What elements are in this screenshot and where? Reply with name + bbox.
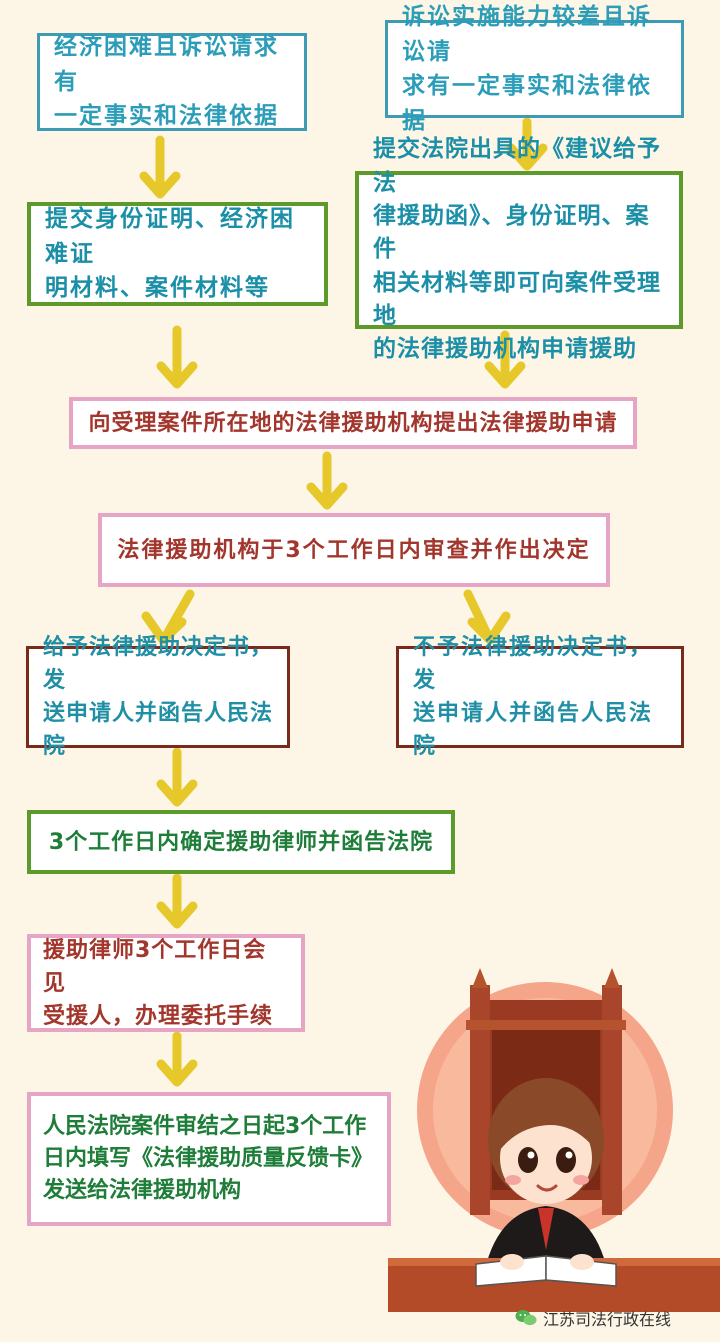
down-arrow-icon <box>161 747 193 802</box>
down-arrow-icon <box>311 451 343 505</box>
step-box-review-decision: 法律援助机构于3个工作日内审查并作出决定 <box>98 513 610 587</box>
down-arrow-icon <box>511 117 543 166</box>
wechat-icon <box>515 1310 537 1326</box>
down-arrow-icon <box>144 135 176 194</box>
step-box-submit-identity-proof: 提交身份证明、经济困难证 明材料、案件材料等 <box>27 202 328 306</box>
step-box-economic-difficulty: 经济困难且诉讼请求有 一定事实和法律依据 <box>37 33 307 131</box>
down-arrow-icon <box>141 589 195 645</box>
footer-text: 江苏司法行政在线 <box>543 1310 672 1329</box>
step-box-deny-decision: 不予法律援助决定书，发 送申请人并函告人民法院 <box>396 635 684 759</box>
down-arrow-icon <box>463 589 511 645</box>
step-box-litigation-capacity: 诉讼实施能力较差且诉讼请 求有一定事实和法律依据 <box>385 4 684 134</box>
step-box-assign-lawyer: 3个工作日内确定援助律师并函告法院 <box>27 810 455 874</box>
down-arrow-icon <box>161 325 193 384</box>
down-arrow-icon <box>489 330 521 384</box>
step-box-grant-decision: 给予法律援助决定书，发 送申请人并函告人民法院 <box>26 635 290 759</box>
step-box-apply-legal-aid: 向受理案件所在地的法律援助机构提出法律援助申请 <box>69 397 637 449</box>
step-box-submit-court-letter: 提交法院出具的《建议给予法 律援助函》、身份证明、案件 相关材料等即可向案件受理… <box>355 136 683 362</box>
step-box-lawyer-meeting: 援助律师3个工作日会见 受援人，办理委托手续 <box>27 934 305 1032</box>
down-arrow-icon <box>161 873 193 924</box>
judge-illustration <box>388 968 720 1312</box>
down-arrow-icon <box>161 1031 193 1082</box>
footer-watermark: 江苏司法行政在线 <box>515 1302 715 1334</box>
step-box-feedback-card: 人民法院案件审结之日起3个工作 日内填写《法律援助质量反馈卡》 发送给法律援助机… <box>27 1092 391 1226</box>
